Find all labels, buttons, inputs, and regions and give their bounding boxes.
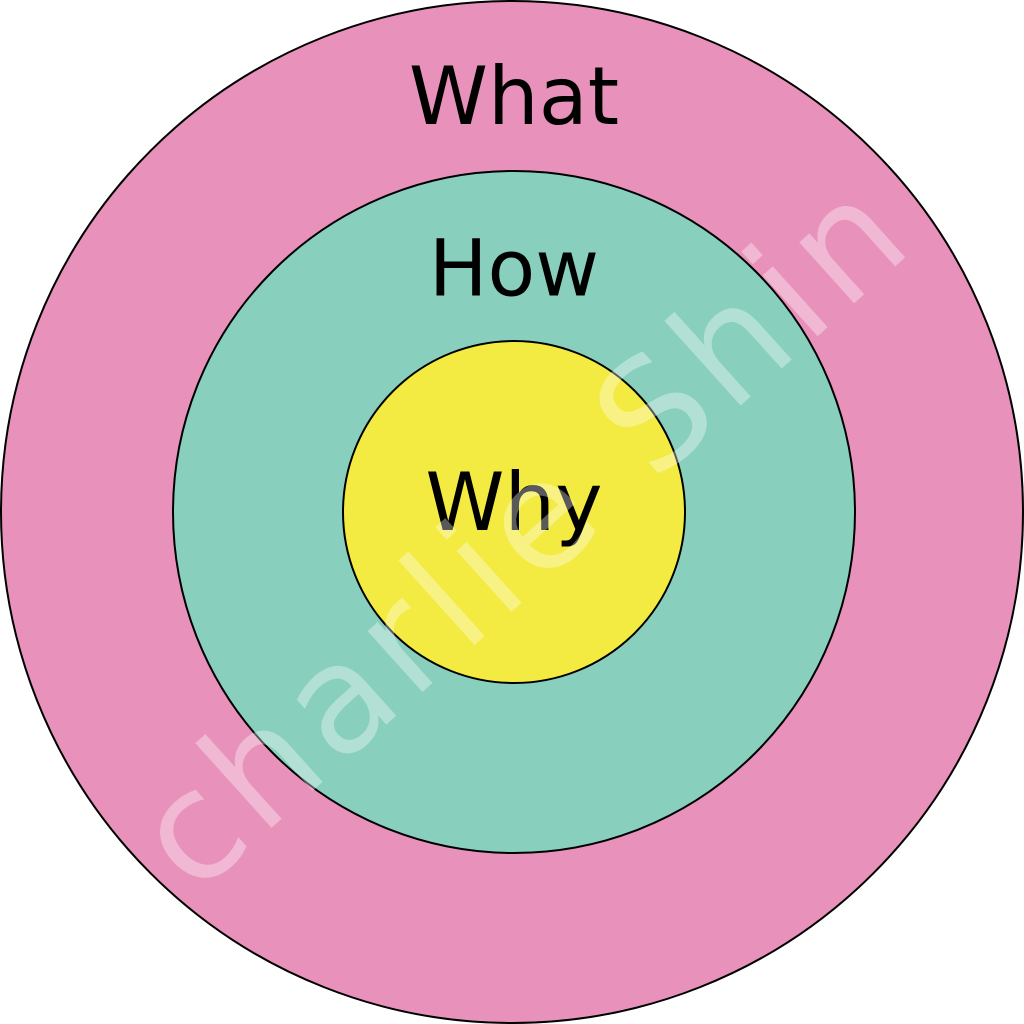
outer-ring-label: What [409, 50, 619, 143]
inner-ring-label: Why [425, 456, 602, 549]
inner-ring-why [342, 340, 686, 684]
middle-ring-label: How [429, 224, 599, 314]
